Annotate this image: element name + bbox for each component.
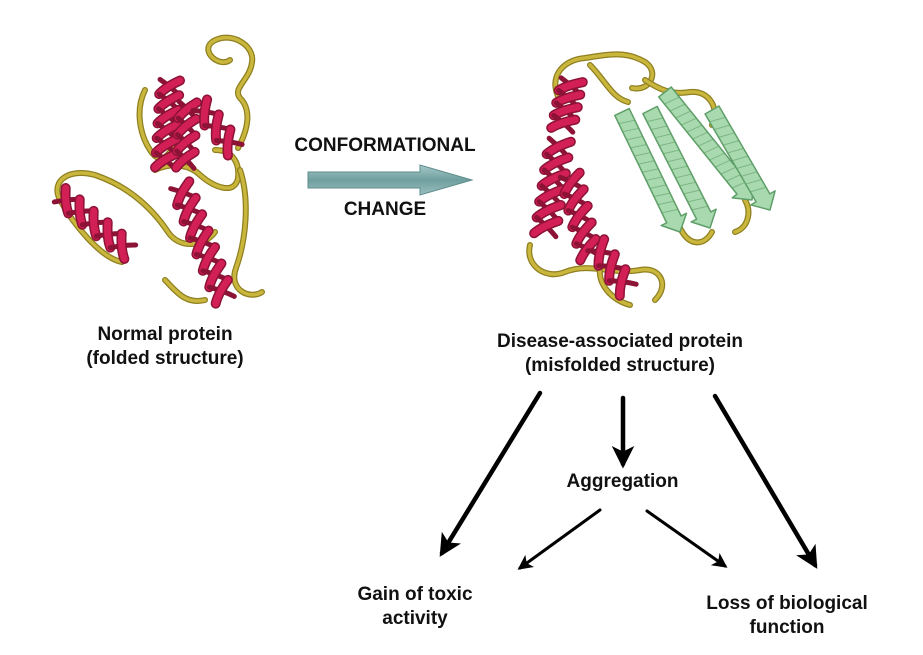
misfolded-helix-3 [557, 167, 603, 266]
aggregation-label: Aggregation [566, 471, 679, 492]
normal-helix-2 [150, 75, 185, 173]
normal-helix-5 [168, 176, 237, 309]
disease-protein-label: Disease-associated protein (misfolded st… [496, 331, 744, 376]
conformational-label: CONFORMATIONAL [294, 135, 476, 156]
arrow-aggregation-to-loss [645, 509, 728, 568]
arrow-to-gain-of-toxic-activity [439, 390, 543, 557]
beta-strand-1 [614, 107, 688, 233]
normal-protein-label: Normal protein (folded structure) [86, 324, 244, 369]
misfolded-protein-icon [526, 51, 776, 308]
change-label: CHANGE [343, 199, 427, 220]
conformational-change-arrow [307, 164, 474, 196]
normal-helix-4 [190, 94, 245, 161]
misfolded-helix-2 [529, 135, 576, 240]
misfolded-helix-1 [546, 75, 588, 135]
normal-helix-1 [51, 183, 139, 264]
gain-of-toxic-activity-label: Gain of toxic activity [357, 584, 473, 629]
loss-of-biological-function-label: Loss of biological function [706, 593, 868, 638]
misfolded-helix-4 [585, 234, 639, 301]
arrow-aggregation-to-gain [517, 508, 602, 570]
normal-protein-icon [51, 34, 265, 309]
beta-strand-4 [704, 105, 776, 211]
arrow-to-loss-of-biological-function [712, 393, 818, 569]
beta-strand-2 [642, 105, 717, 229]
normal-helix-3 [171, 97, 202, 173]
beta-strand-3 [658, 86, 755, 201]
